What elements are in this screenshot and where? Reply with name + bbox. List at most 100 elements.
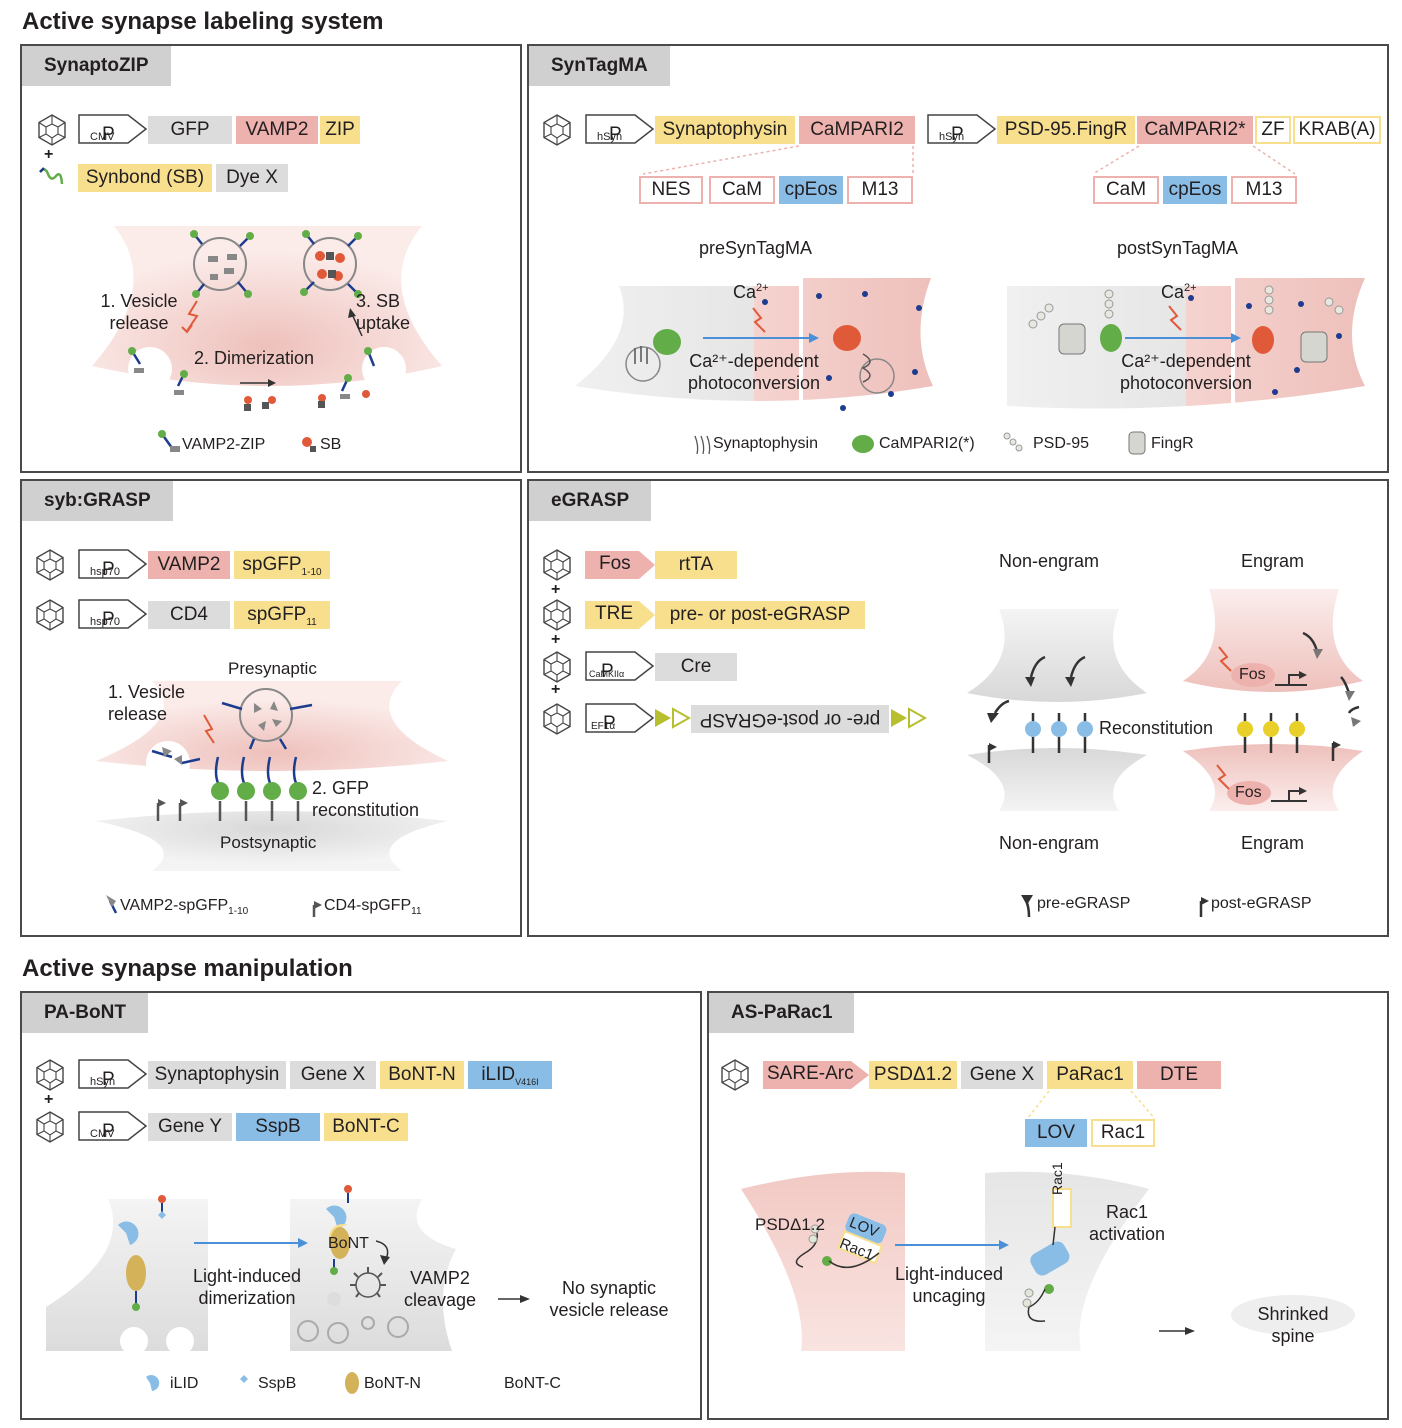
presynaptic-label: Presynaptic [228, 659, 317, 678]
construct-psd: PSDΔ1.2 [869, 1061, 957, 1089]
virus-icon [721, 1059, 749, 1091]
virus-icon [543, 703, 571, 735]
construct-synaptophysin: Synaptophysin [148, 1061, 286, 1089]
engram-label-bottom: Engram [1241, 833, 1305, 853]
virus-icon [38, 114, 66, 146]
vamp2-cleavage-label: VAMP2 cleavage [403, 1268, 477, 1310]
construct-spgfp1-10: spGFP1-10 [234, 551, 330, 579]
promoter-fos: Fos [599, 553, 631, 574]
plus-sign: + [551, 631, 561, 648]
panel-asparac1: AS-PaRac1 SARE-Arc PSDΔ1.2 Gene X PaRac1… [707, 991, 1389, 1420]
construct-spgfp11: spGFP11 [234, 601, 330, 629]
construct-ilid: iLIDV416I [468, 1061, 552, 1089]
construct-synaptophysin: Synaptophysin [655, 116, 795, 144]
legend-sspb: SspB [258, 1375, 297, 1392]
photoconversion-label-post: Ca²⁺-dependent photoconversion [1119, 351, 1253, 393]
domain-cpeos: cpEos [779, 176, 843, 204]
legend-campari2: CaMPARI2(*) [879, 435, 975, 452]
construct-dte: DTE [1137, 1061, 1221, 1089]
construct-krab: KRAB(A) [1293, 116, 1381, 144]
shrinked-spine-label: Shrinked spine [1257, 1304, 1329, 1346]
pre-syntagma-title: preSynTagMA [699, 238, 813, 258]
legend-bont-n: BoNT-N [364, 1375, 421, 1392]
domain-cam-post: CaM [1093, 176, 1159, 204]
domain-cpeos-post: cpEos [1163, 176, 1227, 204]
legend-psd95: PSD-95 [1033, 435, 1090, 452]
promoter-tre: TRE [595, 603, 633, 624]
promoter-sare-arc: SARE-Arc [767, 1063, 854, 1084]
plus-sign: + [551, 681, 561, 698]
fos-label-top: Fos [1239, 666, 1266, 683]
domain-m13-post: M13 [1231, 176, 1297, 204]
construct-campari2: CaMPARI2 [799, 116, 915, 144]
panel-tab: SynaptoZIP [22, 46, 171, 86]
sybgrasp-schematic [96, 681, 448, 917]
legend-fingr: FingR [1151, 435, 1194, 452]
engram-label-top: Engram [1241, 551, 1305, 571]
construct-gene-x: Gene X [961, 1061, 1043, 1089]
construct-cd4: CD4 [148, 601, 230, 629]
reconstitution-label: Reconstitution [1099, 718, 1214, 738]
post-syntagma-title: postSynTagMA [1117, 238, 1239, 258]
light-induced-uncaging-label: Light-induced uncaging [894, 1264, 1004, 1306]
rac1-label-free: Rac1 [1049, 1162, 1065, 1195]
panel-tab: syb:GRASP [22, 481, 173, 521]
postsynaptic-label: Postsynaptic [220, 833, 317, 852]
probe-dye-x: Dye X [216, 164, 288, 192]
domain-connector-lines [1026, 1090, 1156, 1120]
plus-sign: + [551, 581, 561, 598]
legend-vamp2-spgfp: VAMP2-spGFP1-10 [120, 897, 249, 918]
panel-tab: SynTagMA [529, 46, 670, 86]
psd-label: PSDΔ1.2 [755, 1215, 825, 1234]
non-engram-label-top: Non-engram [999, 551, 1100, 571]
construct-sspb: SspB [236, 1113, 320, 1141]
legend-vamp2-zip: VAMP2-ZIP [182, 436, 266, 453]
ca-label-post: Ca2+ [1161, 282, 1197, 302]
legend-ilid: iLID [170, 1375, 199, 1392]
domain-nes: NES [639, 176, 703, 204]
construct-vamp2: VAMP2 [236, 116, 318, 144]
panel-tab: AS-PaRac1 [709, 993, 855, 1033]
construct-vamp2: VAMP2 [148, 551, 230, 579]
virus-icon [36, 549, 64, 581]
plus-sign: + [44, 1091, 54, 1108]
virus-icon [36, 599, 64, 631]
panel-tab: eGRASP [529, 481, 652, 521]
panel-tab: PA-BoNT [22, 993, 148, 1033]
tre-promoter-arrow [585, 601, 655, 629]
construct-rtta: rtTA [655, 551, 737, 579]
construct-zip: ZIP [320, 116, 360, 144]
construct-gene-x: Gene X [290, 1061, 376, 1089]
sare-arc-promoter-arrow [763, 1061, 869, 1089]
virus-icon [543, 599, 571, 631]
panel-egrasp: eGRASP Fos rtTA + TRE pre- or post-eGRAS… [527, 479, 1389, 937]
virus-icon [543, 114, 571, 146]
legend-sb: SB [320, 436, 342, 453]
virus-icon [543, 651, 571, 683]
construct-cre: Cre [655, 653, 737, 681]
section-title-labeling: Active synapse labeling system [22, 8, 384, 35]
rac1-activation-label: Rac1 activation [1088, 1202, 1166, 1244]
non-engram-label-bottom: Non-engram [999, 833, 1100, 853]
syntagma-schematic [575, 274, 1365, 455]
ca-label-pre: Ca2+ [733, 282, 769, 302]
domain-connector-lines-post [1092, 145, 1296, 175]
fos-label-bottom: Fos [1235, 784, 1262, 801]
step-vesicle-release: 1. Vesicle release [108, 682, 186, 724]
virus-icon [36, 1111, 64, 1143]
lox-sites-right-icon [891, 707, 928, 729]
synaptozip-schematic [92, 226, 442, 452]
probe-synbond: Synbond (SB) [78, 164, 212, 192]
step-dimerization: 2. Dimerization [194, 348, 315, 368]
fos-promoter-arrow [585, 551, 655, 579]
construct-zf: ZF [1255, 116, 1291, 144]
domain-cam: CaM [709, 176, 775, 204]
light-induced-dimerization-label: Light-induced dimerization [192, 1266, 302, 1308]
